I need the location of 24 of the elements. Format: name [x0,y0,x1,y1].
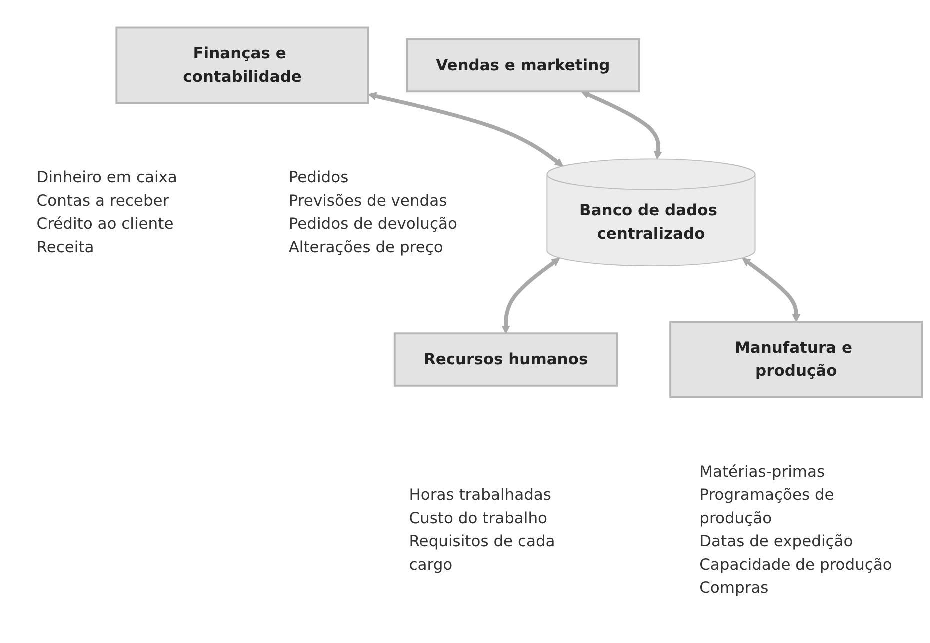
node-label: Dinheiro em caixa [36,168,178,187]
node-label: Pedidos de devolução [288,215,458,234]
node-label: Pedidos [288,168,349,187]
arrow [368,92,564,168]
node-label: Compras [700,578,769,598]
node-box [670,322,924,399]
node-label: Alterações de preço [288,238,444,257]
node-label: Requisitos de cada cargo [409,532,556,574]
arrow [502,258,560,334]
node-label: Datas de expedição [700,532,854,551]
node-label: Matérias-primas [700,462,826,482]
node-box [406,38,640,94]
arrow [581,92,662,160]
node-label: Programações de produção [700,486,834,528]
node-label: Capacidade de produção [700,556,892,574]
node-label: Previsões de vendas [288,192,448,210]
node-box [394,333,618,388]
node-label: Contas a receber [36,192,170,210]
node-label: Crédito ao cliente [36,215,174,234]
node-label: Custo do trabalho [409,509,548,528]
arrow [742,258,801,323]
node-box [116,27,370,105]
node-label: Receita [36,238,94,257]
node-label: Horas trabalhadas [409,486,552,504]
